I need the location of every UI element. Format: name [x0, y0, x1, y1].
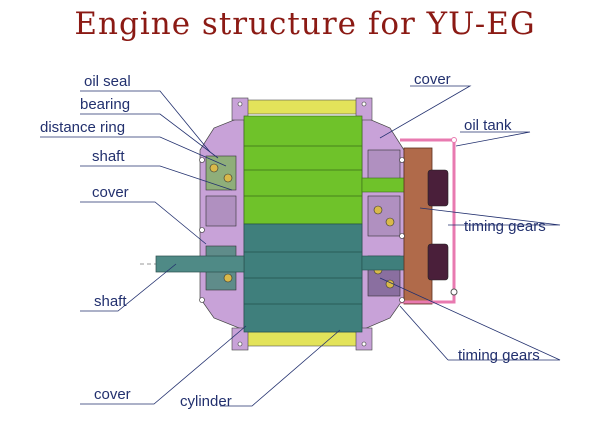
lower-timing-gear: [427, 243, 449, 281]
upper-timing-gear: [427, 169, 449, 207]
gear-housing: [403, 147, 433, 305]
right-bottom-flange: [355, 327, 373, 351]
label-oil-tank: oil tank: [464, 117, 512, 134]
label-oil-seal: oil seal: [84, 73, 131, 90]
page-title: Engine structure for YU-EG: [74, 6, 536, 42]
oil-line: [400, 138, 456, 304]
label-timing-gears-lower: timing gears: [458, 347, 540, 364]
top-band: [243, 99, 363, 115]
label-cover-bottom: cover: [94, 386, 131, 403]
label-cover-left: cover: [92, 184, 129, 201]
left-top-flange: [231, 97, 249, 121]
label-distance-ring: distance ring: [40, 119, 126, 136]
bottom-band: [243, 331, 363, 347]
label-cylinder: cylinder: [180, 393, 232, 410]
right-bearings: [367, 149, 401, 297]
right-top-flange: [355, 97, 373, 121]
label-bearing: bearing: [80, 96, 131, 113]
label-shaft-lower: shaft: [94, 293, 127, 310]
label-shaft-upper: shaft: [92, 148, 125, 165]
label-timing-gears-upper: timing gears: [464, 218, 546, 235]
label-cover-top-right: cover: [414, 71, 451, 88]
bolts: [199, 101, 405, 347]
left-bottom-flange: [231, 327, 249, 351]
leader-lines: [40, 85, 561, 407]
